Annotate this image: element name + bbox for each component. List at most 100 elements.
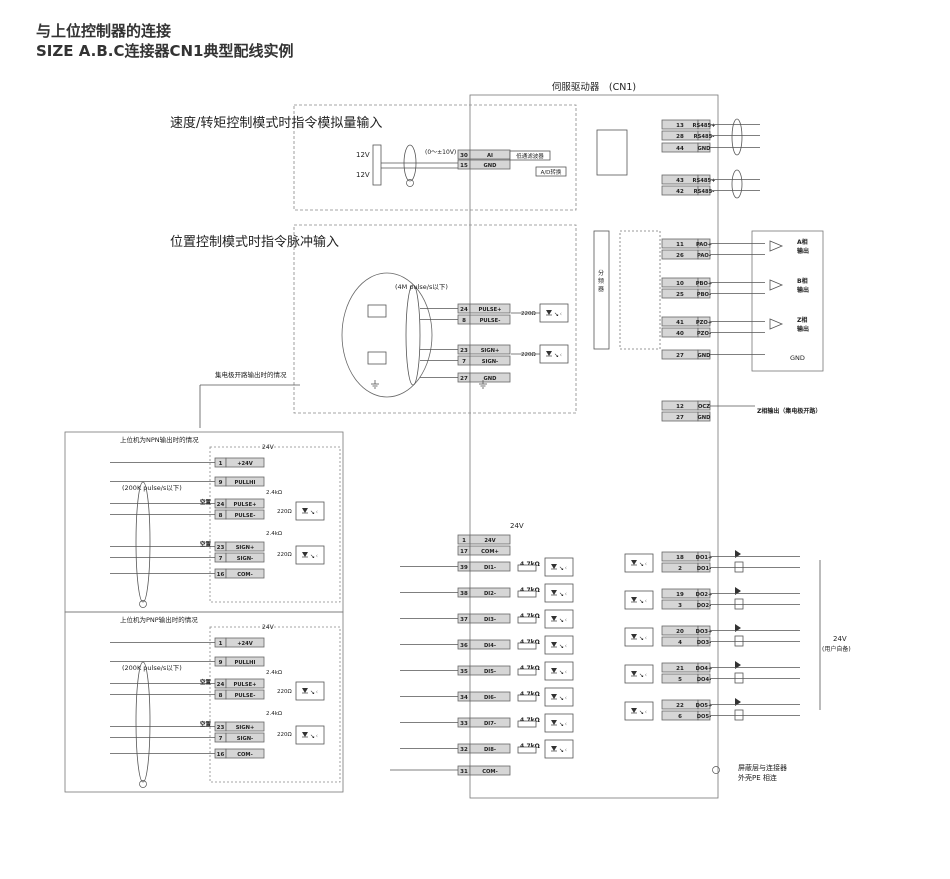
opto-arrow-glyph: ↘ᚲ (559, 617, 568, 624)
phase-output-label: A相 (797, 238, 808, 246)
di-resistor-label: 4.7kΩ (520, 665, 540, 672)
di-resistor-label: 4.7kΩ (520, 717, 540, 724)
receiver-icon (769, 318, 784, 330)
pin-name: PULLHI (235, 480, 256, 486)
twisted-pair-shield-icon (731, 169, 743, 199)
led-triangle-icon (302, 732, 308, 737)
pin-number: 25 (676, 292, 684, 298)
optocoupler-icon (624, 590, 654, 610)
led-triangle-icon (551, 720, 557, 725)
pin-name-cell (469, 159, 511, 170)
optocoupler-icon (544, 739, 574, 759)
pin-number: 35 (460, 669, 468, 675)
diode-icon (735, 624, 741, 632)
optocoupler-icon (544, 687, 574, 707)
relay-coil-icon (734, 561, 744, 573)
led-triangle-icon (551, 616, 557, 621)
pin-name: SIGN- (237, 736, 253, 742)
page-subtitle: SIZE A.B.C连接器CN1典型配线实例 (36, 42, 294, 60)
pin-number: 6 (678, 714, 682, 720)
opto-arrow-glyph: ↘ᚲ (639, 635, 648, 642)
npn-empty-label: 空置 (200, 498, 212, 506)
opto-arrow-glyph: ↘ᚲ (559, 747, 568, 754)
led-triangle-icon (302, 508, 308, 513)
pin-name: DO1+ (696, 555, 713, 561)
pin-name: COM+ (481, 549, 499, 555)
pin-number: 20 (676, 629, 684, 635)
pulse-input-heading: 位置控制模式时指令脉冲输入 (170, 234, 339, 250)
pin-name: PULSE- (235, 693, 256, 699)
pin-number: 23 (217, 545, 225, 551)
di-resistor-label: 4.7kΩ (520, 613, 540, 620)
pin-name-cell (225, 552, 265, 563)
pin-name: DO1- (697, 566, 711, 572)
pin-number: 1 (219, 641, 223, 647)
pin-name-cell (225, 509, 265, 520)
pin-name: PBO+ (696, 281, 713, 287)
pin-number: 3 (678, 603, 682, 609)
phase-output-label: 输出 (797, 286, 809, 294)
pin-name: DO2- (697, 603, 711, 609)
resistor-icon (517, 720, 537, 728)
pin-name: SIGN+ (236, 545, 255, 551)
pin-name: PBO- (697, 292, 711, 298)
pin-number: 16 (217, 572, 225, 578)
pin-name: COM- (237, 572, 253, 578)
pin-number: 40 (676, 331, 684, 337)
pin-number: 2 (678, 566, 682, 572)
twisted-pair-shield-icon (135, 661, 151, 783)
npn-freq-label: (200K pulse/s以下) (122, 484, 182, 492)
diode-icon (735, 698, 741, 706)
open-collector-note: 集电极开路输出时的情况 (215, 370, 287, 379)
phase-output-label: 输出 (797, 247, 809, 255)
divider-box (593, 230, 610, 350)
pe-ground-icon (139, 600, 147, 608)
pnp-empty-label: 空置 (200, 678, 212, 686)
pin-number: 8 (462, 318, 466, 324)
opto-arrow-glyph: ↘ᚲ (639, 561, 648, 568)
analog-input-heading: 速度/转矩控制模式时指令模拟量输入 (170, 115, 382, 131)
diode-icon (735, 550, 741, 558)
line-driver-outline (341, 272, 433, 398)
pin-name: DO4+ (696, 666, 713, 672)
pin-name-cell (469, 765, 511, 776)
pin-number: 16 (217, 752, 225, 758)
pin-name: DO4- (697, 677, 711, 683)
resistor-icon (517, 746, 537, 754)
opto-arrow-glyph: ↘ᚲ (310, 689, 319, 696)
pin-name-cell (469, 691, 511, 702)
resistor-220-label: 220Ω (521, 352, 536, 358)
pin-name-cell (469, 665, 511, 676)
pin-name: DI7- (484, 721, 496, 727)
relay-coil-icon (734, 672, 744, 684)
pin-name-cell (225, 457, 265, 468)
optocoupler-icon (624, 553, 654, 573)
pin-number: 24 (217, 682, 225, 688)
do-supply-note: (用户自备) (822, 645, 851, 653)
pin-name: PULSE- (480, 318, 501, 324)
pnp-case-title: 上位机为PNP输出时的情况 (120, 615, 198, 624)
pin-number: 13 (676, 123, 684, 129)
pin-number: 28 (676, 134, 684, 140)
pin-number: 8 (219, 693, 223, 699)
pnp-r220-label: 220Ω (277, 732, 292, 738)
led-triangle-icon (631, 671, 637, 676)
pin-name: RS485+ (693, 178, 716, 184)
pin-name-cell (469, 344, 511, 355)
led-triangle-icon (551, 564, 557, 569)
optocoupler-icon (544, 609, 574, 629)
pin-name: DO3- (697, 640, 711, 646)
pin-number: 17 (460, 549, 468, 555)
pin-number: 7 (219, 556, 223, 562)
pe-ground-icon (406, 179, 414, 187)
pin-name-cell (469, 303, 511, 314)
pin-name-cell (697, 400, 711, 411)
adc-box (535, 166, 567, 177)
pin-number: 37 (460, 617, 468, 623)
pin-name: 24V (484, 538, 495, 544)
pin-number: 39 (460, 565, 468, 571)
pe-ground-icon (712, 766, 720, 774)
optocoupler-icon (539, 344, 569, 364)
pin-name: DI3- (484, 617, 496, 623)
pin-number: 33 (460, 721, 468, 727)
